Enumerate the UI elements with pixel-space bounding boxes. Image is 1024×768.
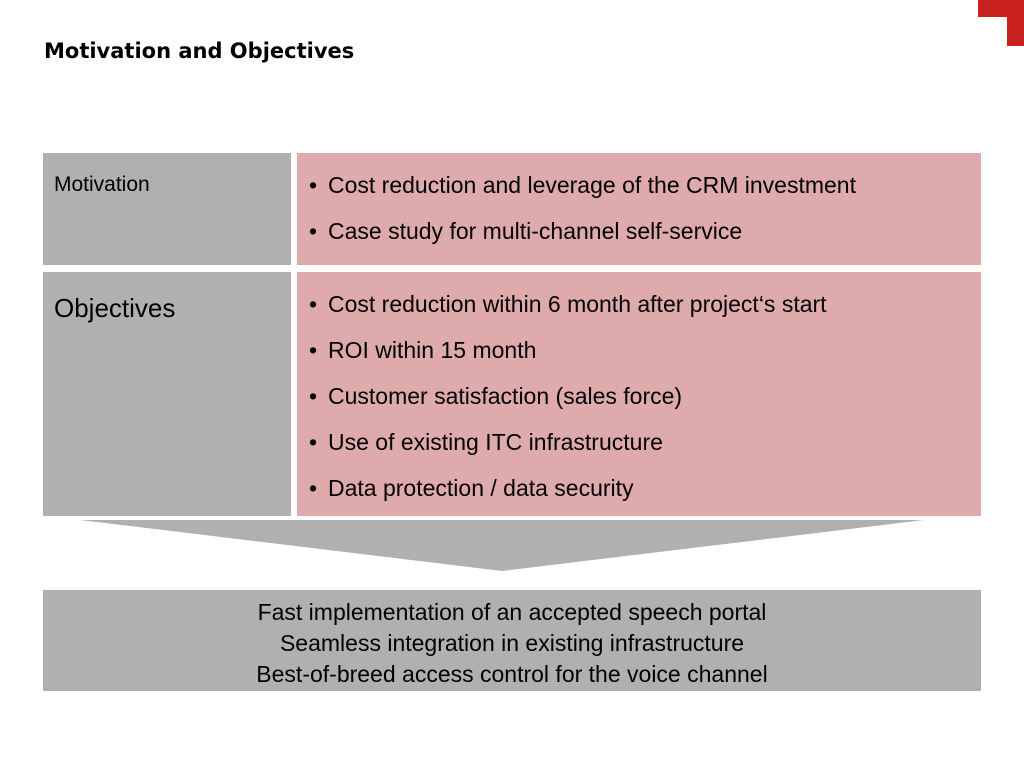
result-box: Fast implementation of an accepted speec… — [43, 590, 981, 691]
objectives-label-cell: Objectives — [43, 272, 291, 516]
objectives-list: • Cost reduction within 6 month after pr… — [307, 289, 827, 519]
bullet-icon: • — [309, 383, 318, 409]
bullet-icon: • — [309, 475, 318, 501]
motivation-item-text: Case study for multi-channel self-servic… — [328, 218, 743, 244]
objectives-item: • Use of existing ITC infrastructure — [307, 427, 827, 473]
objectives-item: • Customer satisfaction (sales force) — [307, 381, 827, 427]
result-line: Seamless integration in existing infrast… — [279, 630, 745, 656]
bullet-icon: • — [309, 337, 318, 363]
objectives-item: • ROI within 15 month — [307, 335, 827, 381]
result-line: Fast implementation of an accepted speec… — [257, 599, 767, 625]
bullet-icon: • — [309, 291, 318, 317]
objectives-item-text: ROI within 15 month — [328, 337, 537, 363]
bullet-icon: • — [309, 218, 318, 244]
bullet-icon: • — [309, 429, 318, 455]
motivation-label-cell: Motivation — [43, 153, 291, 265]
objectives-item: • Data protection / data security — [307, 473, 827, 519]
motivation-item: • Case study for multi-channel self-serv… — [307, 216, 856, 262]
motivation-list: • Cost reduction and leverage of the CRM… — [307, 170, 856, 262]
objectives-item-text: Cost reduction within 6 month after proj… — [328, 291, 827, 317]
corner-brand-mark — [978, 0, 1024, 46]
objectives-item-text: Customer satisfaction (sales force) — [328, 383, 683, 409]
motivation-content-cell: • Cost reduction and leverage of the CRM… — [297, 153, 981, 265]
down-arrow-shape — [80, 520, 924, 571]
objectives-label: Objectives — [54, 293, 176, 323]
bullet-icon: • — [309, 172, 318, 198]
corner-brand-mark-shape — [978, 0, 1024, 46]
motivation-label: Motivation — [54, 173, 150, 196]
objectives-item-text: Use of existing ITC infrastructure — [328, 429, 663, 455]
motivation-item: • Cost reduction and leverage of the CRM… — [307, 170, 856, 216]
objectives-content-cell: • Cost reduction within 6 month after pr… — [297, 272, 981, 516]
motivation-item-text: Cost reduction and leverage of the CRM i… — [328, 172, 856, 198]
objectives-item: • Cost reduction within 6 month after pr… — [307, 289, 827, 335]
result-line: Best-of-breed access control for the voi… — [256, 661, 768, 687]
page-title: Motivation and Objectives — [44, 39, 355, 63]
objectives-item-text: Data protection / data security — [328, 475, 634, 501]
